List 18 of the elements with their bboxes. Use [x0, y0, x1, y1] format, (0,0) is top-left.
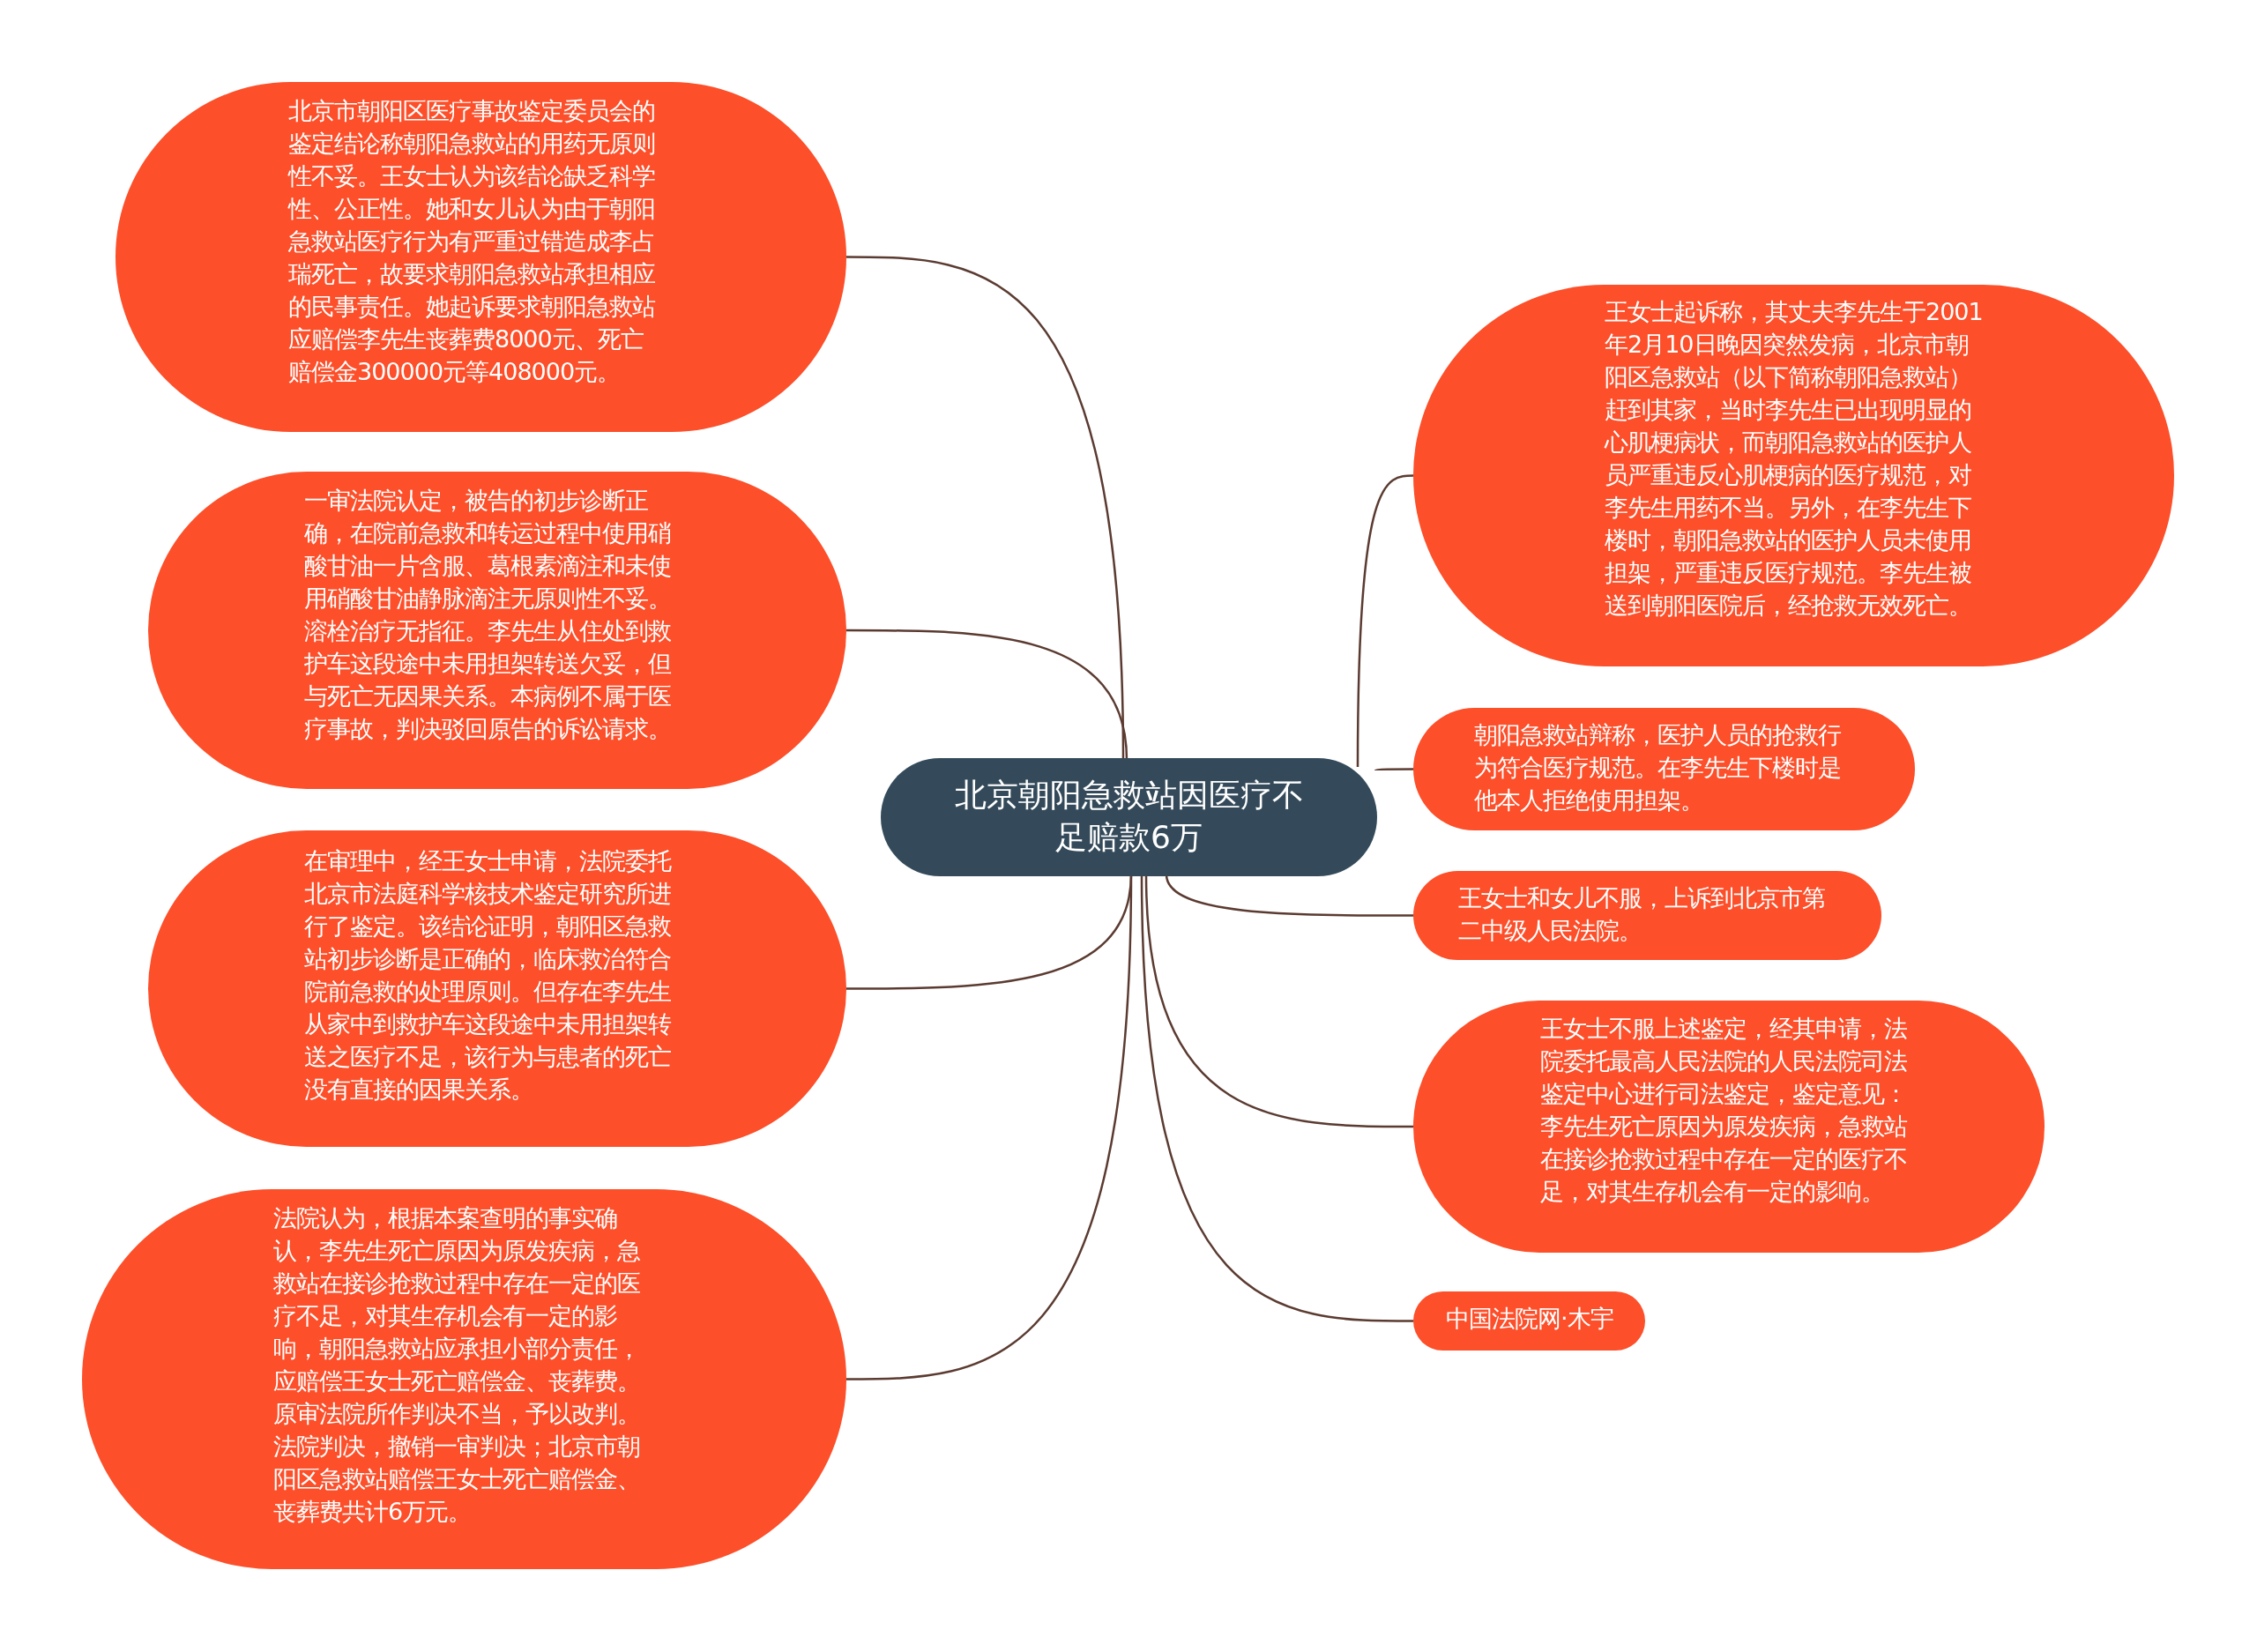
connector-line: [1356, 474, 1414, 767]
topic-text: 北京市朝阳区医疗事故鉴定委员会的鉴定结论称朝阳急救站的用药无原则性不妥。王女士认为该结论缺乏科学性、公正性。她和女儿认为由于朝阳急救站医疗行为有严重过错造成李占瑞死亡，故要求朝阳急救站承担相应的民事责任。她起诉要求朝阳急救站应赔偿李先生丧葬费8000元、死亡赔偿金300000元等408000元。: [288, 96, 656, 387]
topic-text: 王女士和女儿不服，上诉到北京市第二中级人民法院。: [1458, 883, 1826, 946]
connector-line: [1144, 874, 1413, 1128]
topic-text: 王女士不服上述鉴定，经其申请，法院委托最高人民法院的人民法院司法鉴定中心进行司法鉴定，鉴定意见：李先生死亡原因为原发疾病，急救站在接诊抢救过程中存在一定的医疗不足，对其生存机会有一定的影响。: [1540, 1014, 1908, 1207]
connector-line: [846, 256, 1125, 761]
topic-text: 王女士起诉称，其丈夫李先生于2001年2月10日晚因突然发病，北京市朝阳区急救站（以下简称朝阳急救站）赶到其家，当时李先生已出现明显的心肌梗病状，而朝阳急救站的医护人员严重违反心肌梗病的医疗规范，对李先生用药不当。另外，在李先生下楼时，朝阳急救站的医护人员未使用担架，严重违反医疗规范。李先生被送到朝阳医院后，经抢救无效死亡。: [1605, 297, 1984, 621]
connector-line: [1374, 768, 1413, 772]
connector-line: [846, 874, 1133, 1380]
topic-text: 法院认为，根据本案查明的事实确认，李先生死亡原因为原发疾病，急救站在接诊抢救过程中存在一定的医疗不足，对其生存机会有一定的影响，朝阳急救站应承担小部分责任，应赔偿王女士死亡赔偿金、丧葬费。原审法院所作判决不当，予以改判。法院判决，撤销一审判决；北京市朝阳区急救站赔偿王女士死亡赔偿金、丧葬费共计6万元。: [273, 1203, 641, 1527]
topic-text: 中国法院网·木宇: [1446, 1304, 1613, 1334]
connector-line: [846, 629, 1128, 761]
connector-line: [1140, 874, 1413, 1322]
connector-line: [1165, 874, 1413, 917]
central-topic-text: 北京朝阳急救站因医疗不足赔款6万: [953, 776, 1305, 857]
topic-text: 一审法院认定，被告的初步诊断正确，在院前急救和转运过程中使用硝酸甘油一片含服、葛根素滴注和未使用硝酸甘油静脉滴注无原则性不妥。溶栓治疗无指征。李先生从住处到救护车这段途中未用担架转送欠妥，但与死亡无因果关系。本病例不属于医疗事故，判决驳回原告的诉讼请求。: [304, 486, 672, 744]
topic-text: 朝阳急救站辩称，医护人员的抢救行为符合医疗规范。在李先生下楼时是他本人拒绝使用担架。: [1474, 720, 1842, 815]
topic-text: 在审理中，经王女士申请，法院委托北京市法庭科学核技术鉴定研究所进行了鉴定。该结论证明，朝阳区急救站初步诊断是正确的，临床救治符合院前急救的处理原则。但存在李先生从家中到救护车这段途中未用担架转送之医疗不足，该行为与患者的死亡没有直接的因果关系。: [304, 846, 673, 1105]
